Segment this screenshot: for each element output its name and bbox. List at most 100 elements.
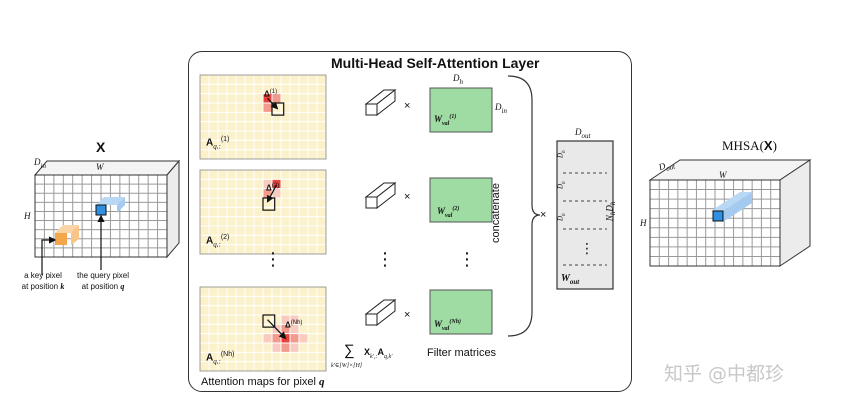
key-pointer-arrow bbox=[41, 236, 57, 275]
watermark: 知乎 @中都珍 bbox=[664, 363, 785, 385]
concatenate-label: concatenate bbox=[489, 183, 502, 243]
input-width-label: W bbox=[96, 162, 104, 172]
sum-subscript: k′∈[W]×[H] bbox=[331, 363, 363, 369]
input-tensor-side-face bbox=[166, 159, 180, 259]
output-height-label: H bbox=[640, 218, 647, 228]
head-nh-attention-label: Aq,:(Nh) bbox=[206, 351, 235, 366]
head-1-attention-label: Aq,:(1) bbox=[206, 136, 230, 151]
attention-cell bbox=[263, 103, 272, 113]
value-cube-3 bbox=[364, 298, 397, 327]
filter-2-label: Wval(2) bbox=[437, 206, 460, 219]
attention-map-2 bbox=[199, 169, 327, 255]
attention-cell bbox=[272, 188, 281, 198]
output-width-label: W bbox=[719, 170, 727, 180]
key-voxel bbox=[55, 233, 67, 245]
filter-matrices-caption: Filter matrices bbox=[427, 347, 497, 359]
times-output: × bbox=[540, 209, 547, 221]
query-pixel-label: the query pixel at position q bbox=[76, 271, 130, 291]
input-tensor bbox=[33, 159, 181, 275]
input-tensor-title: X bbox=[96, 139, 106, 155]
output-matrix-body bbox=[556, 140, 614, 290]
attention-maps-caption: Attention maps for pixel q bbox=[201, 376, 325, 388]
attention-cell bbox=[281, 315, 290, 325]
filter-matrix-1 bbox=[429, 87, 493, 133]
key-pixel-label: a key pixel at position k bbox=[21, 271, 65, 291]
cube-front bbox=[365, 103, 378, 116]
attention-cell bbox=[272, 179, 281, 189]
attention-cell bbox=[263, 179, 272, 189]
query-position-box bbox=[262, 314, 276, 328]
output-tensor-front-grid bbox=[650, 180, 780, 266]
dh-label: Dh bbox=[453, 73, 463, 86]
query-voxel-tail-side bbox=[117, 197, 125, 213]
attention-cell bbox=[290, 324, 299, 334]
times-nh: × bbox=[404, 309, 411, 321]
row-dh-label: Dh bbox=[556, 150, 567, 158]
row-dh-label: Dh bbox=[556, 213, 567, 221]
head-2-shift-label: Δ(2) bbox=[266, 183, 280, 193]
panel-title: Multi-Head Self-Attention Layer bbox=[331, 55, 540, 71]
query-voxel-top bbox=[96, 197, 110, 205]
times-2: × bbox=[404, 191, 411, 203]
attention-map-3 bbox=[199, 286, 327, 372]
attention-cell bbox=[272, 343, 281, 353]
row-dh-label: Dh bbox=[556, 181, 567, 189]
attention-map-1 bbox=[199, 74, 327, 160]
filter-matrix-nh bbox=[429, 289, 493, 335]
shift-arrow bbox=[267, 319, 287, 340]
input-tensor-top-face bbox=[33, 160, 181, 176]
shift-arrow bbox=[266, 184, 278, 203]
output-voxel-tail-side bbox=[723, 192, 752, 222]
attention-cell bbox=[263, 333, 272, 343]
output-voxel-tail-top bbox=[711, 192, 752, 211]
attention-map-border bbox=[199, 74, 327, 160]
din-label: Din bbox=[495, 102, 507, 115]
filter-matrices bbox=[429, 87, 493, 335]
output-voxel bbox=[712, 210, 724, 222]
attention-cell bbox=[290, 343, 299, 353]
cube-front bbox=[365, 196, 378, 209]
attention-maps bbox=[199, 74, 327, 372]
output-matrix bbox=[556, 140, 614, 290]
attention-cell bbox=[299, 333, 308, 343]
filter-matrix-2 bbox=[429, 177, 493, 223]
attention-cell bbox=[281, 343, 290, 353]
output-tensor-front-face bbox=[649, 179, 781, 267]
attention-cell bbox=[263, 188, 272, 198]
value-cube-1 bbox=[364, 88, 397, 117]
attention-cell bbox=[290, 333, 299, 343]
query-voxel-tail-top bbox=[102, 197, 125, 205]
head-1-shift-label: Δ(1) bbox=[264, 89, 278, 99]
filter-1-label: Wval(1) bbox=[434, 114, 457, 127]
maps-vdots: ⋮ bbox=[264, 249, 282, 269]
filter-nh-label: Wval(Nh) bbox=[434, 319, 462, 332]
value-cube-2 bbox=[364, 181, 397, 210]
concatenate-brace bbox=[507, 75, 541, 337]
attention-map-border bbox=[199, 169, 327, 255]
attention-cell bbox=[263, 93, 272, 103]
output-vdots: ⋮ bbox=[580, 240, 594, 256]
input-depth-label: Din bbox=[34, 157, 46, 170]
key-voxel-tail-side bbox=[71, 225, 79, 245]
nh-dh-label: NhDh bbox=[604, 201, 618, 222]
output-tensor-title: MHSA(X) bbox=[722, 138, 777, 153]
mhsa-layer-panel bbox=[188, 51, 632, 392]
shift-arrow bbox=[267, 97, 279, 110]
attention-cell bbox=[290, 315, 299, 325]
filters-vdots: ⋮ bbox=[458, 249, 476, 269]
input-height-label: H bbox=[24, 211, 31, 221]
value-cubes bbox=[364, 88, 397, 327]
attention-cell bbox=[281, 324, 290, 334]
sum-symbol: ∑ bbox=[344, 342, 355, 359]
attention-cell bbox=[272, 93, 281, 103]
cube-front bbox=[365, 313, 378, 326]
output-tensor bbox=[648, 159, 812, 267]
sum-term: Xk′,:Aq,k′ bbox=[364, 347, 393, 360]
dout-label: Dout bbox=[575, 127, 591, 140]
head-2-attention-label: Aq,:(2) bbox=[206, 234, 230, 249]
attention-cell bbox=[272, 333, 281, 343]
cubes-vdots: ⋮ bbox=[376, 249, 394, 269]
wout-label: Wout bbox=[561, 273, 580, 286]
times-1: × bbox=[404, 100, 411, 112]
